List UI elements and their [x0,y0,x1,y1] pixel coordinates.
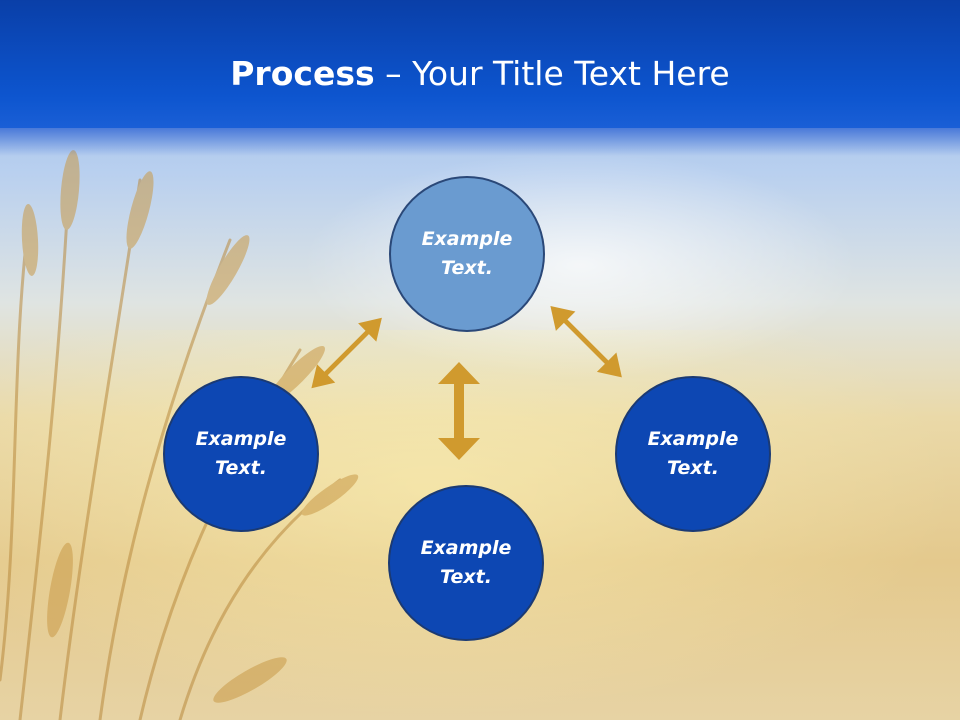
title-bold: Process [230,54,375,93]
node-top-line2: Text. [441,257,493,279]
slide-title: Process – Your Title Text Here [0,52,960,96]
node-right-line2: Text. [667,457,719,479]
double-arrow-top-right [550,306,622,378]
process-node-left: Example Text. [163,376,319,532]
title-rest: – Your Title Text Here [374,54,730,93]
header-bar [0,0,960,128]
node-left-line1: Example [195,428,287,450]
node-right-label: Example Text. [638,425,748,483]
node-top-label: Example Text. [412,225,522,283]
node-left-label: Example Text. [186,425,296,483]
node-top-line1: Example [421,228,513,250]
node-bottom-label: Example Text. [411,534,521,592]
process-node-bottom: Example Text. [388,485,544,641]
node-bottom-line1: Example [420,537,512,559]
double-arrow-vertical [438,362,480,460]
node-left-line2: Text. [215,457,267,479]
node-bottom-line2: Text. [440,566,492,588]
node-right-line1: Example [647,428,739,450]
process-node-top: Example Text. [389,176,545,332]
double-arrow-top-left [311,317,382,389]
process-node-right: Example Text. [615,376,771,532]
header-fade [0,128,960,156]
